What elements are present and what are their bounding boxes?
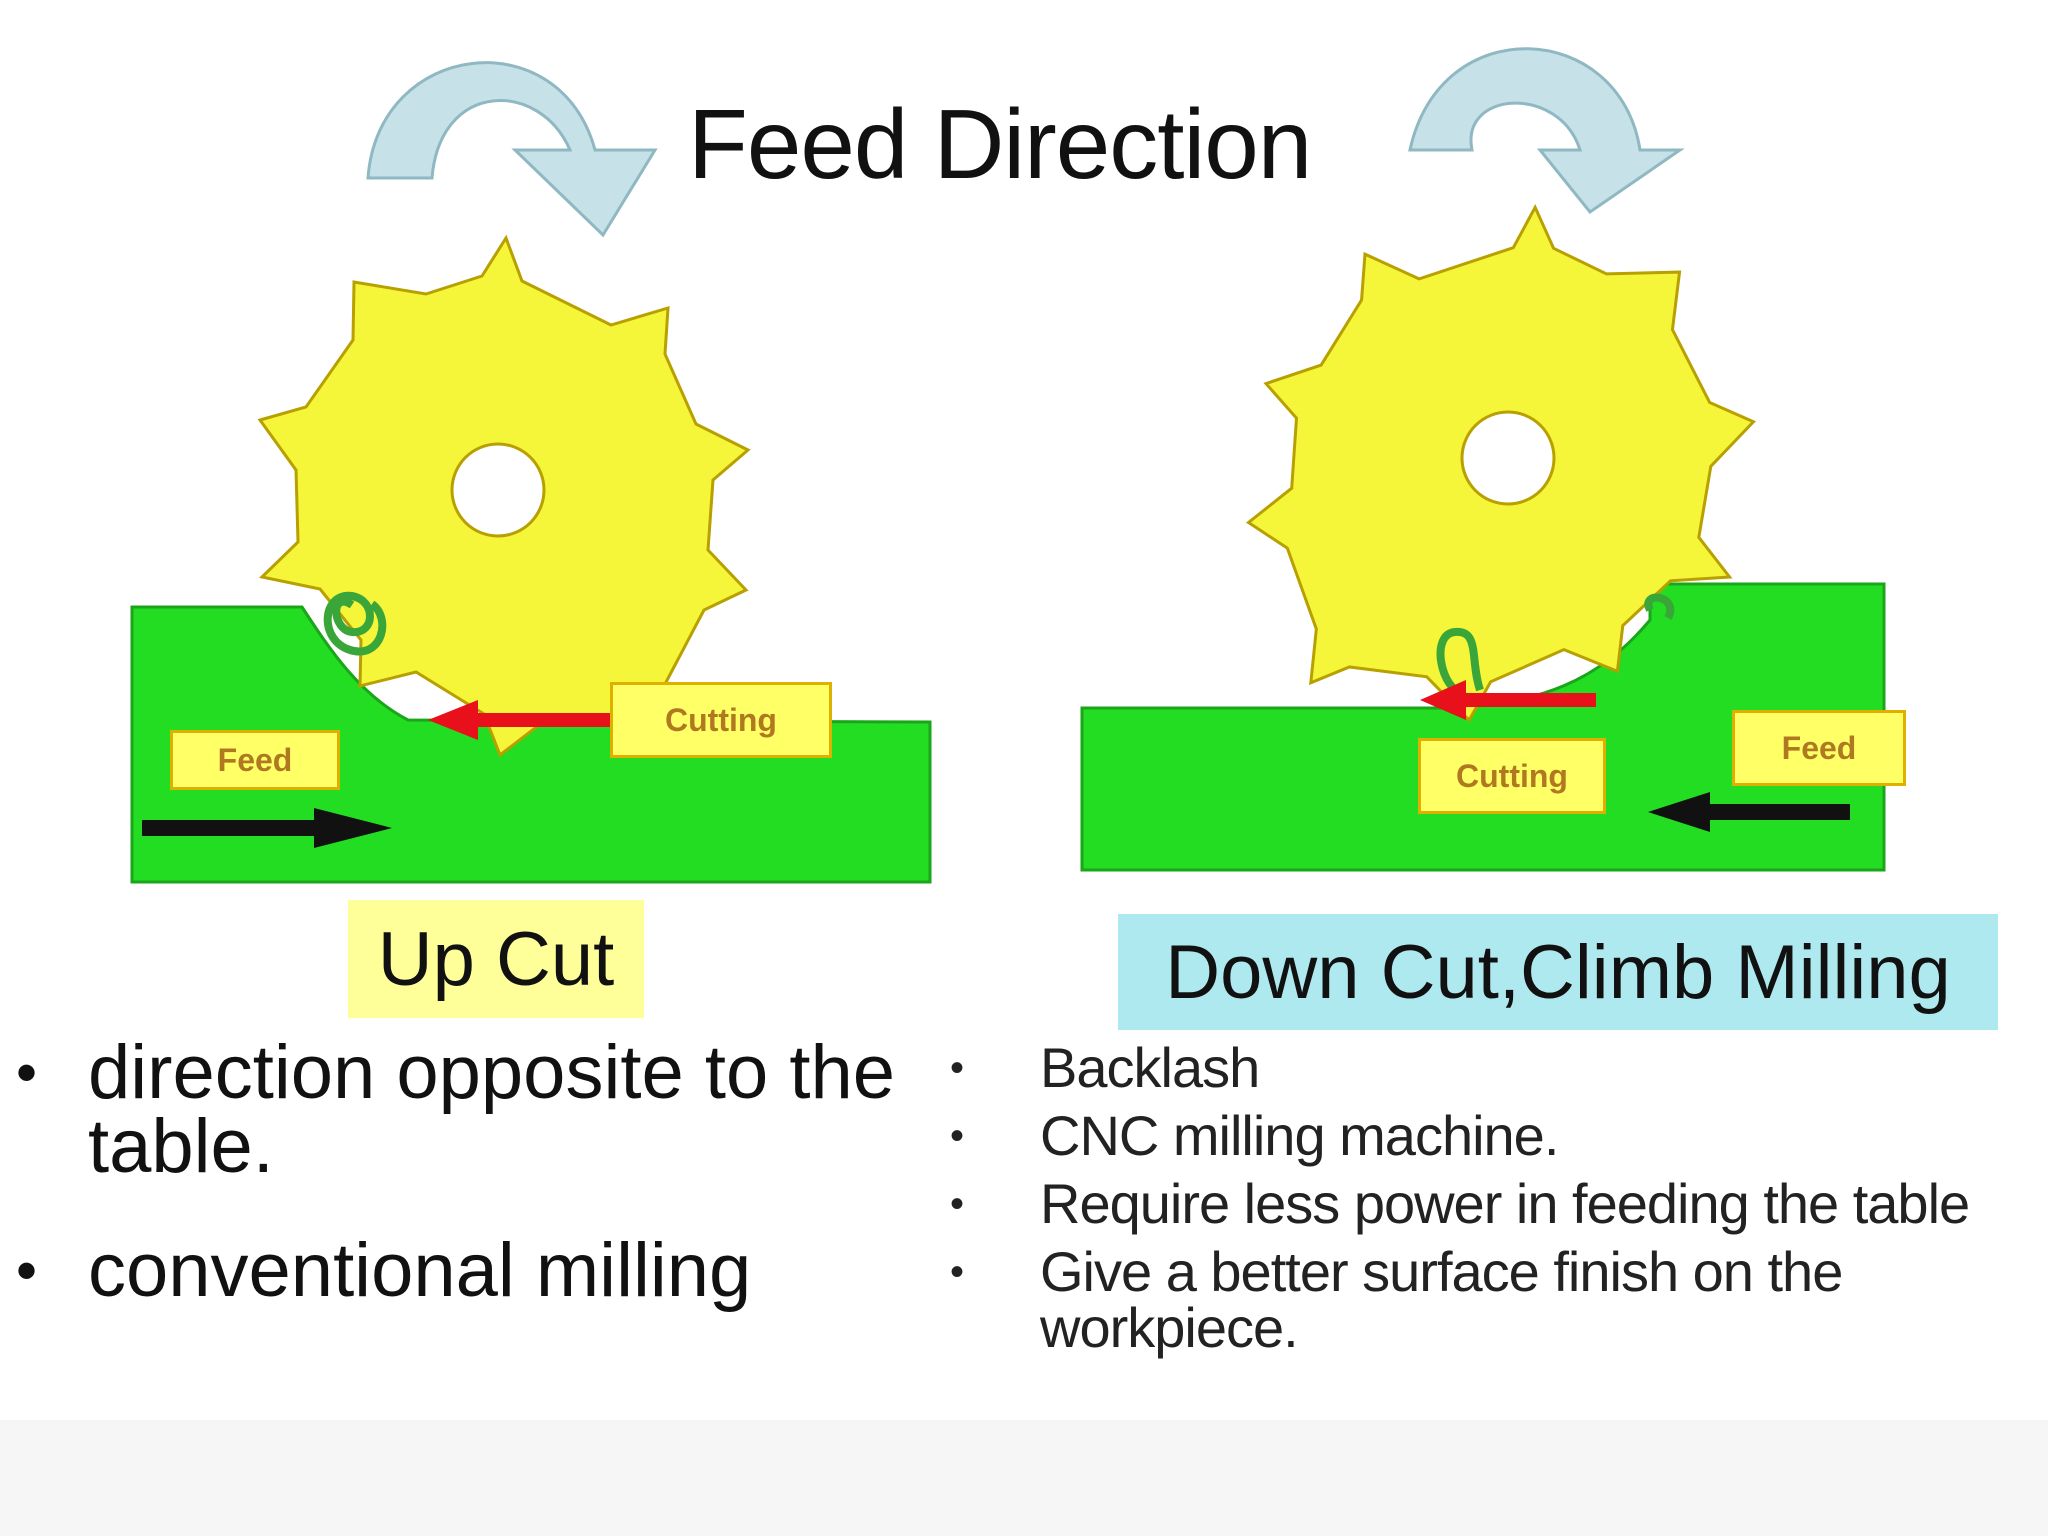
down-cut-cutter — [1222, 172, 1781, 756]
up-cut-bullet-text: direction opposite to the table. — [88, 1030, 895, 1189]
down-cut-bullet-text: CNC milling machine. — [1040, 1104, 1559, 1167]
feed-direction-title: Feed Direction — [688, 89, 1312, 199]
up-cut-feed-label: Feed — [170, 730, 340, 790]
down-cut-bullet: •CNC milling machine. — [950, 1104, 1559, 1167]
right-rotation-arrow — [1408, 47, 1685, 215]
up-cut-chip — [323, 591, 387, 656]
down-cut-feed-label: Feed — [1732, 710, 1906, 786]
down-cut-bullet: •Require less power in feeding the table — [950, 1172, 1970, 1235]
up-cut-bullet-text: conventional milling — [88, 1228, 752, 1313]
up-cut-bullet: •conventional milling — [16, 1228, 752, 1313]
down-cut-feed-arrowhead — [1648, 792, 1710, 832]
up-cut-cutting-label: Cutting — [610, 682, 832, 758]
up-cut-cutting-arrowhead — [428, 700, 478, 740]
down-cut-bullet-text: Require less power in feeding the table — [1040, 1172, 1970, 1235]
down-cut-bullet: •Backlash — [950, 1036, 1260, 1099]
left-rotation-arrow — [366, 61, 658, 238]
down-cut-bullets: •Backlash •CNC milling machine. •Require… — [950, 1040, 2048, 1368]
down-cut-bullet-text: Give a better surface finish on the work… — [1040, 1240, 1843, 1359]
down-cut-chip — [1436, 593, 1675, 699]
down-cut-bullet: •Give a better surface finish on the wor… — [950, 1240, 1843, 1359]
diagram-graphics — [130, 47, 1886, 884]
down-cut-cutting-label: Cutting — [1418, 738, 1606, 814]
up-cut-caption: Up Cut — [348, 900, 644, 1018]
up-cut-feed-arrowhead — [314, 808, 392, 848]
up-cut-bullet: •direction opposite to the table. — [16, 1030, 895, 1189]
up-cut-bullets: •direction opposite to the table. •conve… — [0, 1030, 960, 1358]
down-cut-caption: Down Cut,Climb Milling — [1118, 914, 1998, 1030]
down-cut-bullet-text: Backlash — [1040, 1036, 1260, 1099]
footer-band — [0, 1420, 2048, 1536]
down-cut-cutting-arrowhead — [1420, 680, 1466, 720]
